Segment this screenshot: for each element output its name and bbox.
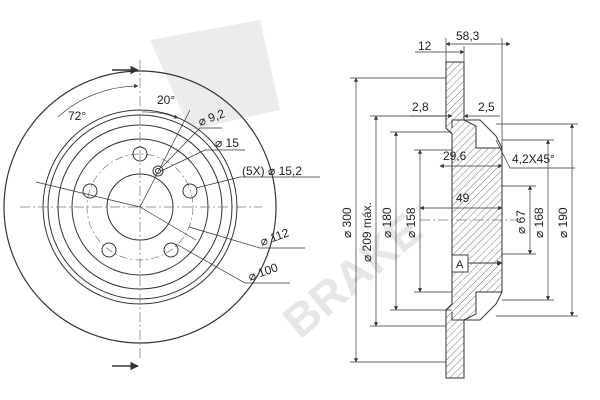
dia-158-label: ⌀ 158 (404, 207, 418, 238)
datum-box (451, 254, 469, 273)
dia-168-label: ⌀ 168 (532, 207, 546, 238)
watermark-logo-shape (150, 20, 280, 130)
bolt-hole (101, 242, 117, 258)
bolt-hole (132, 146, 148, 162)
chamfer-leader (495, 139, 575, 169)
dia-190-label: ⌀ 190 (556, 207, 570, 238)
dim-58-label: 58,3 (456, 29, 480, 43)
front-view-labels: 72° 20° ⌀ 9,2 ⌀ 15 (5X) ⌀ 15,2 ⌀ 112 ⌀ 1… (68, 93, 302, 284)
bolt-hole (82, 183, 98, 199)
angle-20-label: 20° (157, 93, 175, 107)
leader-152 (195, 176, 320, 189)
dia-100-label: ⌀ 100 (246, 260, 280, 284)
leader-92 (161, 127, 222, 168)
hat-profile-top (451, 119, 503, 149)
angle-72-arc (57, 83, 139, 118)
side-view-labels: 58,3 12 2,8 2,5 29,6 4,2X45° 49 ⌀ 300 ⌀ … (340, 29, 570, 271)
dim-12-label: 12 (418, 39, 432, 53)
dia-180-label: ⌀ 180 (380, 207, 394, 238)
locating-hole-inner (155, 168, 161, 174)
hole-15-label: ⌀ 15 (215, 136, 239, 150)
bolt-holes-label: (5X) ⌀ 15,2 (242, 164, 302, 178)
dim-28-label: 2,8 (412, 100, 429, 114)
dia-112-label: ⌀ 112 (258, 225, 291, 248)
radial-line (139, 206, 197, 241)
dim-49-label: 49 (456, 191, 470, 205)
front-view (3, 60, 320, 371)
leader-112 (188, 226, 305, 249)
locating-hole (152, 165, 164, 177)
dim-25-label: 2,5 (478, 100, 495, 114)
leader-100 (175, 243, 290, 284)
angle-72-label: 72° (68, 109, 86, 123)
dia-209-label: ⌀ 209 máx. (360, 202, 374, 262)
radial-line (139, 109, 191, 208)
leader-15 (160, 149, 245, 172)
chamfer-label: 4,2X45° (512, 152, 555, 166)
radial-line (35, 181, 141, 208)
hat-profile-bottom (451, 291, 503, 321)
dia-300-label: ⌀ 300 (340, 207, 354, 238)
side-view (350, 38, 578, 379)
angle-20-arc (141, 111, 179, 119)
bolt-hole (163, 242, 179, 258)
watermark: BRAKE (150, 20, 432, 348)
dim-296-label: 29,6 (443, 149, 467, 163)
bolt-hole (182, 183, 198, 199)
datum-label: A (456, 259, 464, 271)
dia-67-label: ⌀ 67 (514, 210, 528, 234)
